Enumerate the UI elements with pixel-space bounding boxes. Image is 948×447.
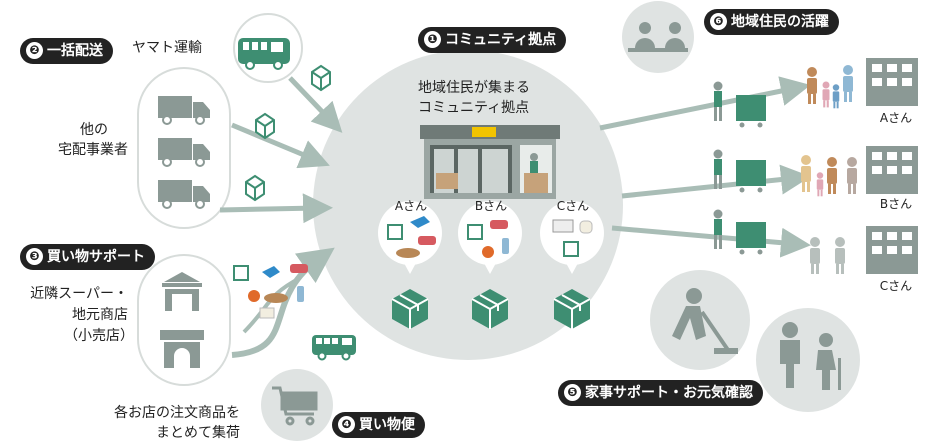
home-c-icon <box>866 226 918 274</box>
home-c-label: Cさん <box>879 279 913 293</box>
family-a-icon <box>807 65 853 109</box>
yamato-label: ヤマト運輸 <box>132 40 202 56</box>
shopping-van-icon <box>312 335 356 361</box>
delivery-staff-3 <box>713 209 766 255</box>
yamato-van-icon <box>238 38 290 70</box>
local-shops-line1: 近隣スーパー・ <box>30 286 128 302</box>
meeting-icon <box>628 22 688 52</box>
home-a-icon <box>866 58 918 106</box>
delivery-staff-2 <box>713 149 766 193</box>
cart-icon <box>272 386 318 426</box>
elderly-c-icon <box>810 237 845 274</box>
cleaning-icon <box>672 288 738 354</box>
order-collect-line1: 各お店の注文商品を <box>114 405 240 421</box>
order-collect-line2: まとめて集荷 <box>156 425 240 441</box>
storefront-icon <box>420 125 560 199</box>
other-carriers-line1: 他の <box>80 122 108 138</box>
shop-icon <box>160 330 204 368</box>
parcel-icon-3 <box>245 175 265 201</box>
groceries-icon <box>233 264 308 319</box>
supermarket-icon <box>162 272 202 311</box>
bubble-a <box>378 201 442 274</box>
hub-desc-line2: コミュニティ拠点 <box>418 100 530 116</box>
shops-bubble <box>137 254 231 386</box>
delivery-staff-1 <box>713 81 766 128</box>
parcel-icon-1 <box>311 65 331 91</box>
home-b-icon <box>866 146 918 194</box>
bubble-c-label: Cさん <box>556 199 590 213</box>
bubble-b-label: Bさん <box>474 199 508 213</box>
bubble-b <box>458 201 522 274</box>
local-shops-line2: 地元商店 <box>72 307 128 323</box>
local-shops-line3: （小売店） <box>64 328 134 344</box>
wellbeing-bubble <box>756 308 860 412</box>
other-carriers-line2: 宅配事業者 <box>58 142 128 158</box>
home-b-label: Bさん <box>879 197 913 211</box>
home-a-label: Aさん <box>879 111 913 125</box>
parcel-icon-2 <box>255 113 275 139</box>
hub-desc-line1: 地域住民が集まる <box>418 80 530 96</box>
residents-bubble <box>622 1 694 73</box>
bubble-c <box>540 201 604 274</box>
wellbeing-check-icon <box>780 322 841 390</box>
bubble-a-label: Aさん <box>394 199 428 213</box>
family-b-icon <box>801 155 857 197</box>
